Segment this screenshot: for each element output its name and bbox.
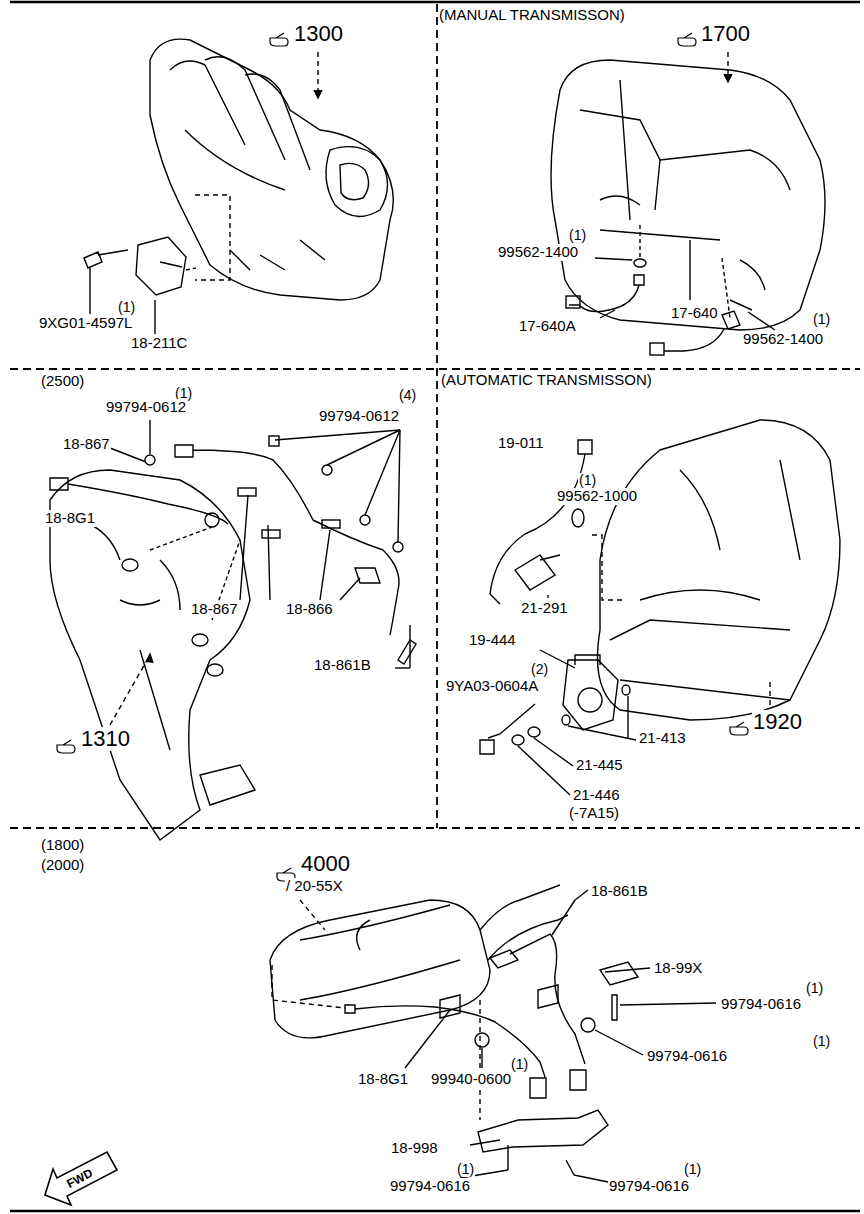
- part-number: (1): [510, 1057, 529, 1072]
- part-number: (4): [398, 388, 417, 403]
- part-number: 99562-1000: [556, 488, 638, 505]
- part-number: 99794-0616: [720, 996, 802, 1013]
- part-number: (2): [530, 662, 549, 677]
- part-number: 18-99X: [653, 960, 703, 977]
- part-number: / 20-55X: [285, 878, 344, 895]
- part-number: (1): [812, 1034, 831, 1049]
- reference-number: 4000: [300, 852, 351, 876]
- part-number: 9YA03-0604A: [445, 678, 539, 695]
- part-number: (1): [578, 473, 597, 488]
- part-number: 99794-0616: [608, 1178, 690, 1195]
- part-number: 99794-0612: [105, 399, 187, 416]
- part-number: 21-445: [575, 757, 624, 774]
- part-number: 21-446: [572, 787, 621, 804]
- part-number: (1): [568, 228, 587, 243]
- part-number: 99562-1400: [742, 331, 824, 348]
- reference-number: 1700: [700, 22, 751, 46]
- part-number: 18-866: [285, 601, 334, 618]
- part-number: (1800): [40, 837, 85, 854]
- part-number: 21-291: [520, 600, 569, 617]
- part-number: (1): [683, 1162, 702, 1177]
- part-number: 99794-0616: [389, 1178, 471, 1195]
- part-number: 18-861B: [313, 657, 372, 674]
- part-number: (2000): [40, 857, 85, 874]
- part-number: (1): [456, 1162, 475, 1177]
- part-number: 17-640: [670, 305, 719, 322]
- part-number: (2500): [40, 373, 85, 390]
- direction-arrow-label: FWD: [64, 1166, 96, 1191]
- part-number: 17-640A: [518, 318, 577, 335]
- reference-number: 1920: [752, 710, 803, 734]
- part-number: 99794-0616: [646, 1048, 728, 1065]
- part-number: 19-011: [497, 435, 545, 452]
- part-number: (MANUAL TRANSMISSON): [438, 7, 626, 24]
- part-number: 18-211C: [130, 335, 188, 352]
- part-number: 18-861B: [590, 883, 649, 900]
- part-number: 18-998: [390, 1140, 439, 1157]
- reference-number: 1300: [293, 22, 344, 46]
- part-number: 19-444: [468, 632, 517, 649]
- part-number: 18-867: [190, 601, 239, 618]
- reference-number: 1310: [80, 727, 131, 751]
- part-number: (1): [805, 981, 824, 996]
- part-number: 99940-0600: [430, 1071, 512, 1088]
- part-number: (AUTOMATIC TRANSMISSON): [440, 372, 653, 389]
- part-number: 9XG01-4597L: [38, 315, 133, 332]
- part-number: 18-8G1: [357, 1071, 409, 1088]
- part-number: 18-8G1: [44, 510, 96, 527]
- part-number: (1): [812, 312, 831, 327]
- part-number: 99562-1400: [497, 244, 579, 261]
- part-number: (1): [117, 300, 136, 315]
- part-number: 21-413: [638, 730, 687, 747]
- part-number: 99794-0612: [318, 408, 400, 425]
- part-number: 18-867: [62, 436, 111, 453]
- part-number: (-7A15): [568, 805, 620, 822]
